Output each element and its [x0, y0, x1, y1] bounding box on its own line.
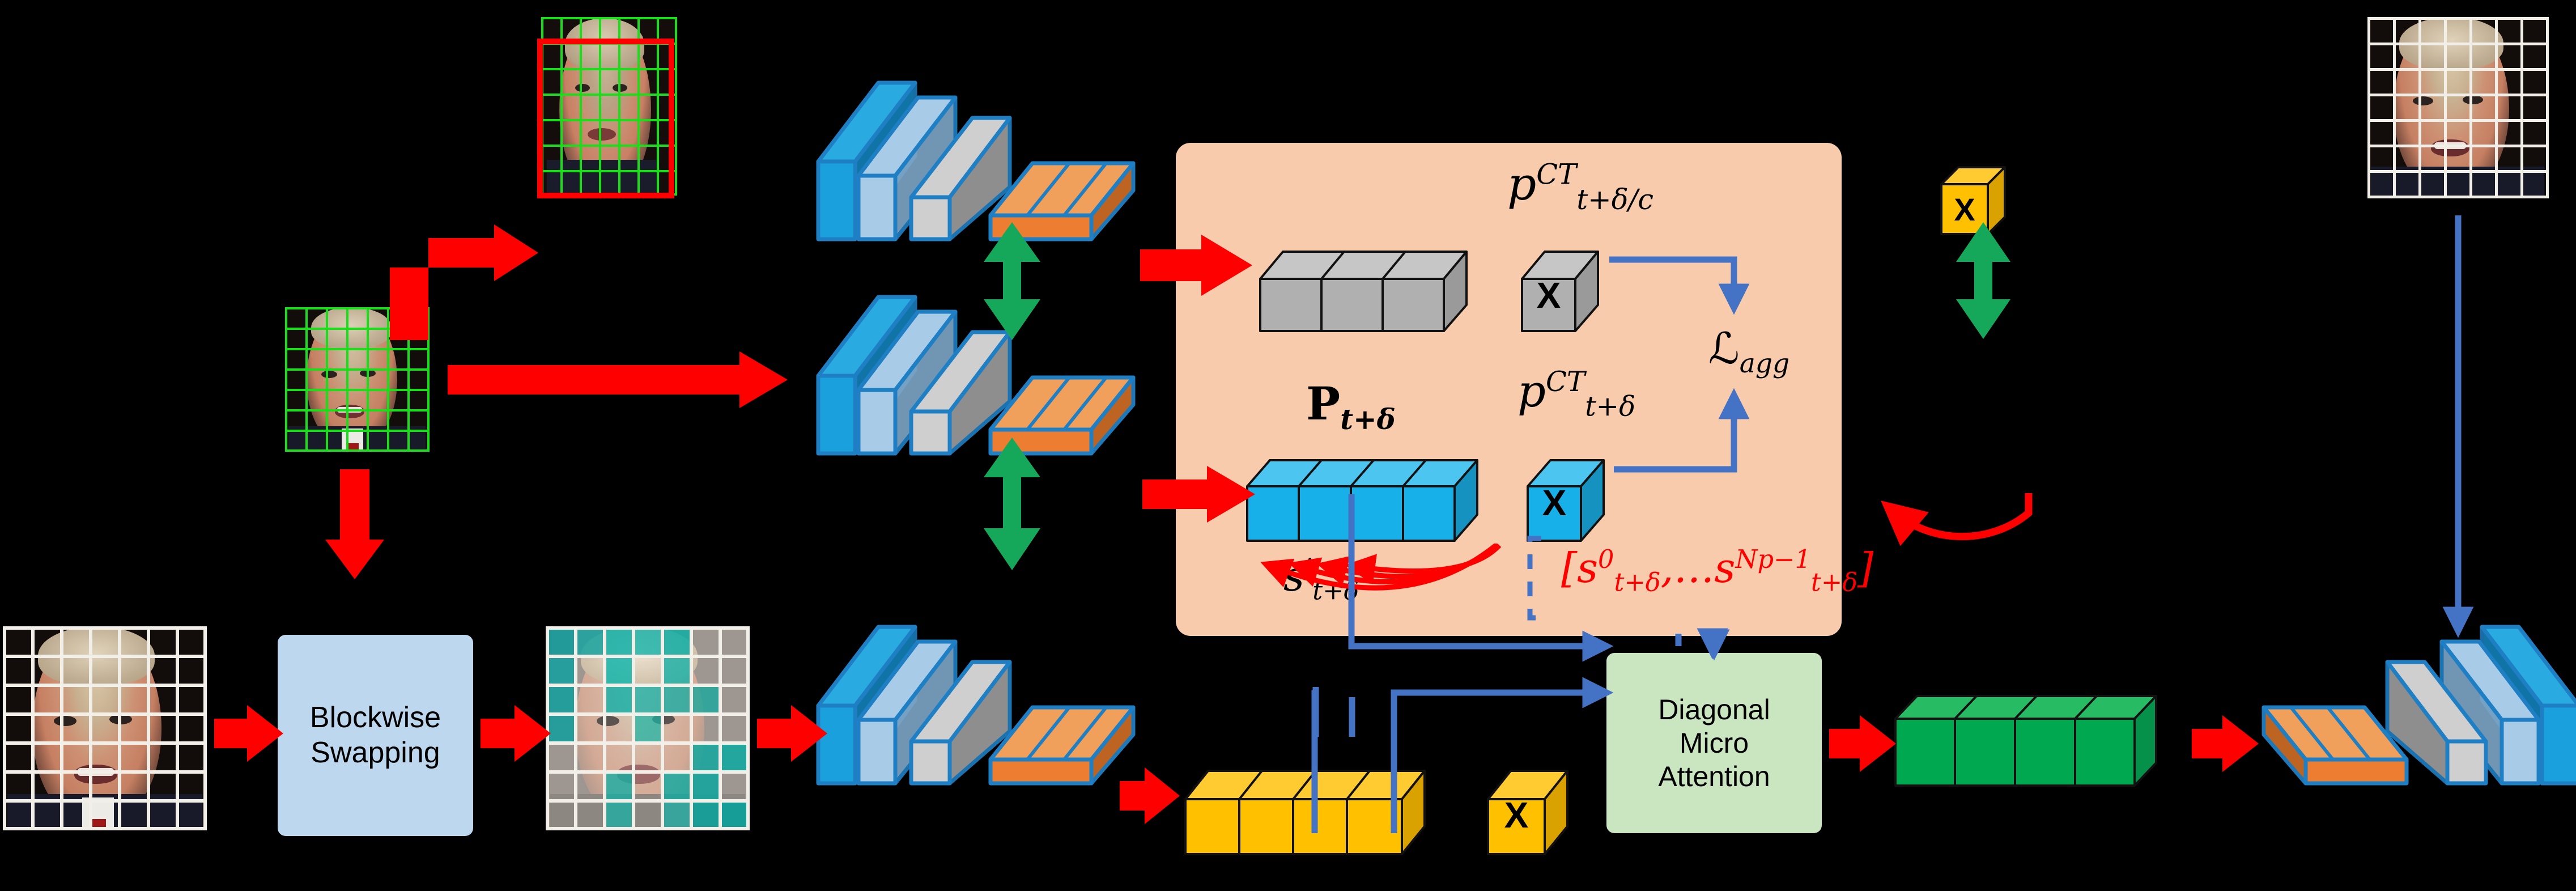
face-detection-bbox-body: [537, 39, 674, 198]
dma-label-line3: Attention: [1658, 760, 1770, 792]
cyan-token-strip: [1246, 459, 1478, 542]
yellow-single-cube: [1940, 166, 2006, 235]
yellow-token-strip: [1184, 770, 1426, 855]
bracket-open: [: [1561, 544, 1578, 592]
cyan-token-x-glyph: X: [1542, 482, 1567, 523]
green-token-strip: [1894, 695, 2157, 787]
encoder-stack-top: [816, 80, 1136, 241]
white-grid-overlay: [3, 626, 207, 830]
label-p-ct-delta: pCTt+δ: [1517, 366, 1636, 423]
encoder-stack-middle: [816, 295, 1136, 456]
diagonal-micro-attention-block[interactable]: Diagonal Micro Attention: [1606, 653, 1822, 833]
encoder-stack-bottom: [816, 625, 1136, 786]
grey-token-x-glyph: X: [1536, 275, 1561, 316]
source-face-white-grid: [3, 626, 207, 830]
label-loss-agg: ℒagg: [1708, 323, 1790, 380]
label-p-ct-delta-c: pCTt+δ/c: [1507, 158, 1654, 216]
blockwise-swapping-label-line2: Swapping: [311, 736, 440, 769]
yellow-cube-x-glyph: X: [1954, 191, 1975, 227]
red-return-arc: [1881, 493, 2033, 546]
decoder-stack: [2262, 625, 2576, 786]
blue-routing: [1311, 215, 2474, 833]
cyan-cls-token: [1527, 459, 1605, 542]
green-grid-overlay: [285, 307, 430, 452]
dma-label-line2: Micro: [1679, 727, 1749, 759]
dma-label-line1: Diagonal: [1658, 693, 1770, 725]
blockwise-swapping-label-line1: Blockwise: [309, 701, 441, 735]
bracket-close: ]: [1857, 544, 1874, 592]
green-double-arrows: [984, 222, 2010, 570]
output-face-white-grid: [2367, 17, 2549, 198]
grey-token-strip: [1259, 251, 1468, 332]
reference-face-green-grid: [285, 307, 430, 452]
s-list-brace: [1527, 536, 1541, 621]
label-s-list: [s0t+δ,…sNp−1t+δ]: [1561, 544, 1874, 597]
white-grid-overlay: [2367, 17, 2549, 198]
yellow-cls-token: [1487, 770, 1568, 855]
yellow-token-x-glyph: X: [1504, 795, 1529, 835]
white-grid-overlay: [546, 626, 750, 830]
label-P-bold: Pt+δ: [1306, 377, 1396, 436]
blockwise-swapped-face: [546, 626, 750, 830]
blockwise-swapping-block[interactable]: Blockwise Swapping: [278, 635, 473, 836]
grey-cls-token: [1521, 251, 1599, 332]
